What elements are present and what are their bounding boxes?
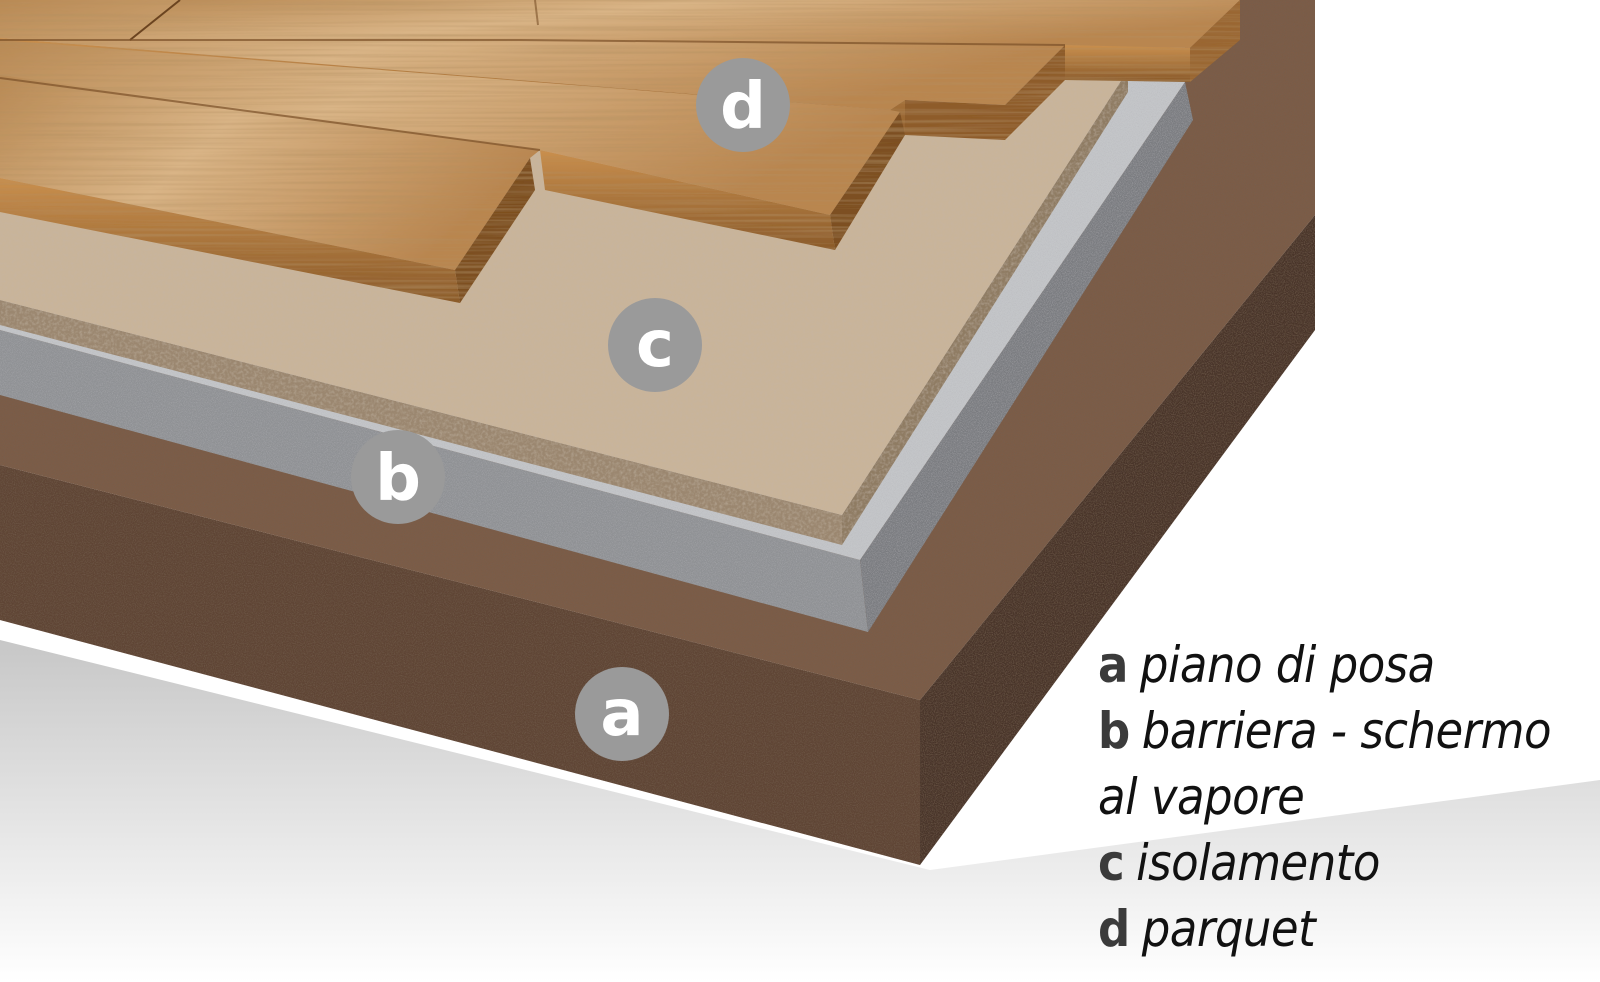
legend-key-c: c bbox=[1098, 834, 1125, 892]
legend-text-d: parquet bbox=[1141, 900, 1316, 958]
badge-b: b bbox=[351, 430, 445, 524]
layer-d-parquet bbox=[0, 0, 1240, 303]
legend-item-b-continued: al vapore bbox=[1098, 764, 1593, 830]
badge-d: d bbox=[696, 58, 790, 152]
legend-key-a: a bbox=[1098, 636, 1128, 694]
legend-text-a: piano di posa bbox=[1139, 636, 1435, 694]
badge-c-letter: c bbox=[636, 308, 674, 382]
badge-b-letter: b bbox=[375, 442, 421, 516]
badge-c: c bbox=[608, 298, 702, 392]
legend-key-b: b bbox=[1098, 702, 1130, 760]
badge-d-letter: d bbox=[720, 70, 766, 144]
legend-text-b-continued: al vapore bbox=[1098, 768, 1305, 826]
legend-text-b: barriera - schermo bbox=[1141, 702, 1552, 760]
badge-a: a bbox=[575, 667, 669, 761]
legend-text-c: isolamento bbox=[1136, 834, 1380, 892]
badge-a-letter: a bbox=[600, 677, 643, 751]
legend-key-d: d bbox=[1098, 900, 1130, 958]
floor-shadow bbox=[0, 640, 1600, 982]
